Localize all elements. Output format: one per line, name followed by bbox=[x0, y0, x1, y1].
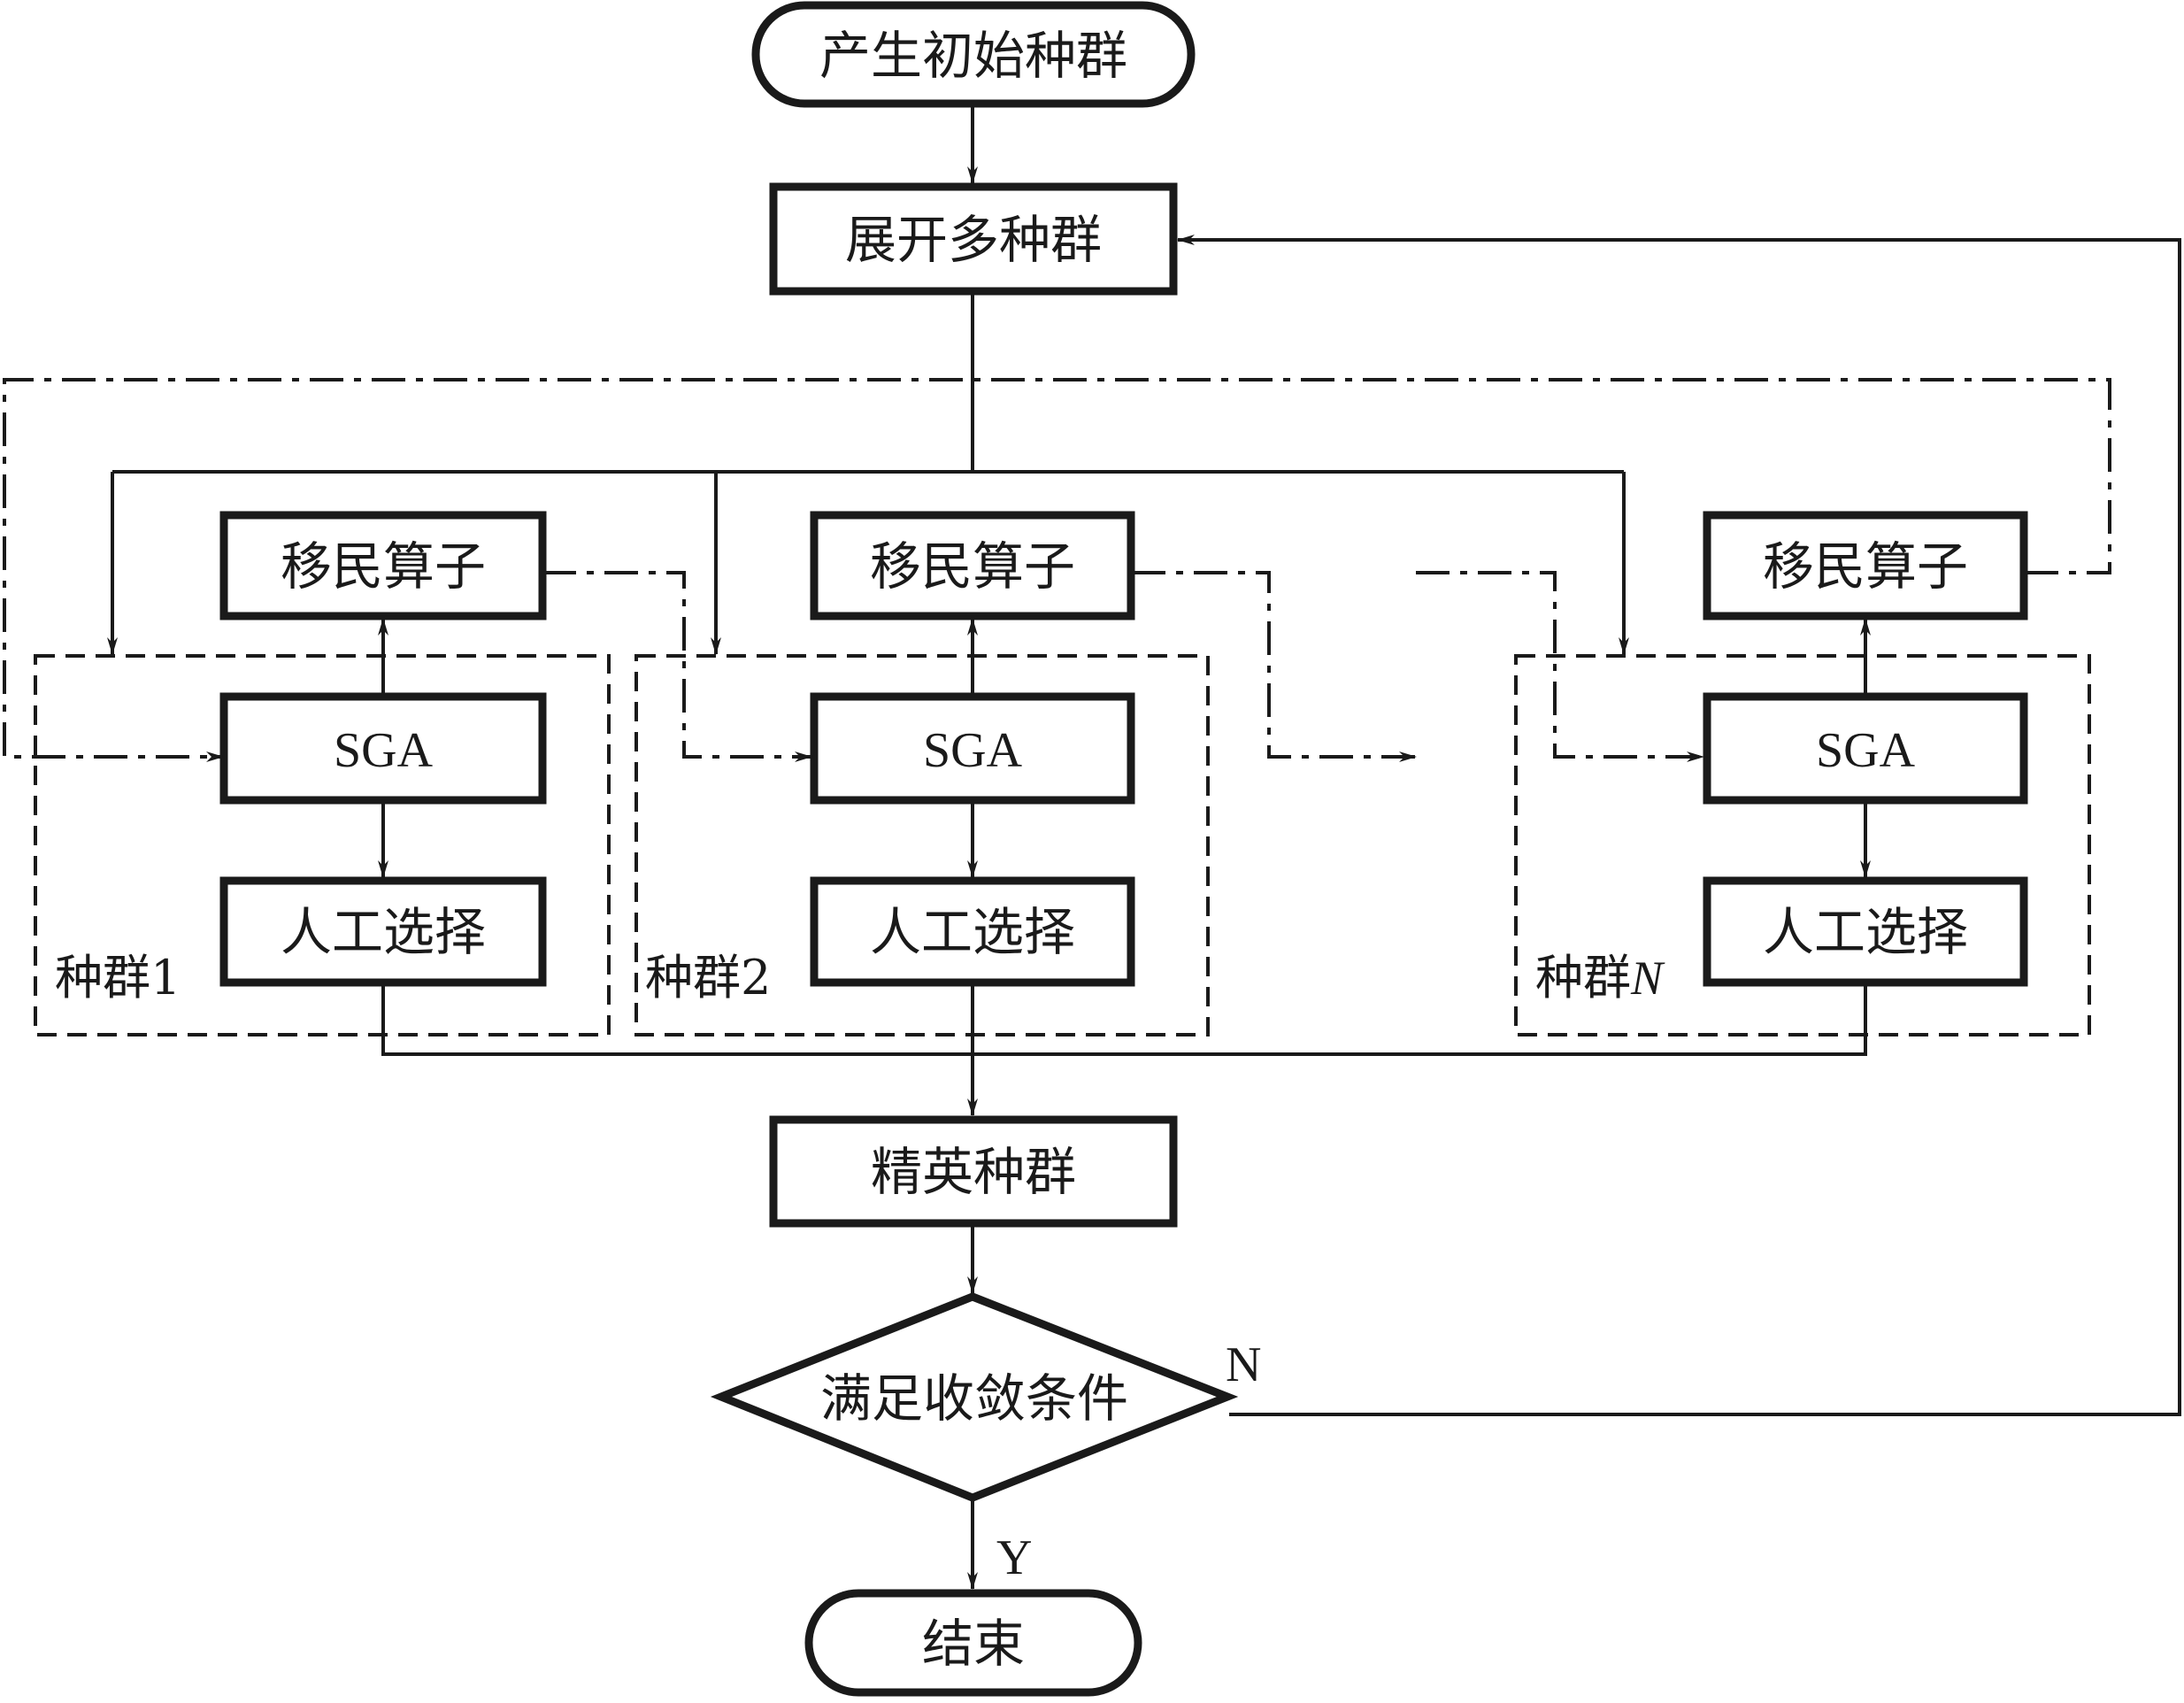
population-group-1: 种群1 移民算子 SGA 人工选择 bbox=[34, 511, 611, 1036]
end-label: 结束 bbox=[922, 1614, 1025, 1674]
population-2-sga-box bbox=[810, 692, 1135, 805]
start-label: 产生初始种群 bbox=[819, 26, 1127, 86]
elite-label: 精英种群 bbox=[871, 1142, 1076, 1202]
elite-node: 精英种群 bbox=[769, 1115, 1178, 1228]
population-n-label: 种群N bbox=[1535, 950, 1665, 1006]
expand-node: 展开多种群 bbox=[769, 182, 1178, 296]
population-n-selection-label: 人工选择 bbox=[1763, 902, 1968, 962]
decision-no-label: N bbox=[1226, 1337, 1261, 1392]
collection-bus bbox=[381, 983, 1867, 1056]
decision-yes-label: Y bbox=[996, 1530, 1032, 1585]
population-1-boundary bbox=[34, 654, 611, 1036]
population-2-sga-label: SGA bbox=[923, 723, 1023, 778]
population-2-selection-box bbox=[810, 876, 1135, 987]
population-1-selection-box bbox=[219, 876, 547, 987]
population-1-migration-label: 移民算子 bbox=[281, 536, 486, 597]
population-1-sga-label: SGA bbox=[334, 723, 434, 778]
population-1-migration-box bbox=[219, 511, 547, 620]
population-n-migration-label: 移民算子 bbox=[1763, 536, 1968, 597]
population-n-label-index: N bbox=[1630, 952, 1665, 1005]
decision-label: 满足收敛条件 bbox=[820, 1368, 1128, 1429]
population-n-migration-box bbox=[1703, 511, 2028, 620]
population-2-selection-label: 人工选择 bbox=[870, 902, 1075, 962]
population-1-label: 种群1 bbox=[55, 950, 181, 1006]
migration-loop-n-to-1 bbox=[3, 378, 2111, 762]
population-1-sga-box bbox=[219, 692, 547, 805]
population-group-2: 种群2 移民算子 SGA 人工选择 bbox=[634, 511, 1210, 1036]
migration-2-to-ellipsis bbox=[1132, 571, 1417, 762]
decision-node: 满足收敛条件 bbox=[710, 1292, 1239, 1502]
population-n-selection-box bbox=[1703, 876, 2028, 987]
start-node: 产生初始种群 bbox=[751, 1, 1196, 108]
population-2-migration-label: 移民算子 bbox=[870, 536, 1075, 597]
population-n-sga-label: SGA bbox=[1816, 723, 1916, 778]
population-n-boundary bbox=[1514, 654, 2091, 1036]
migration-1-to-2 bbox=[542, 571, 812, 762]
population-2-migration-box bbox=[810, 511, 1135, 620]
population-2-label: 种群2 bbox=[645, 950, 771, 1006]
population-n-sga-box bbox=[1703, 692, 2028, 805]
migration-ellipsis-to-n bbox=[1416, 571, 1704, 762]
population-group-n: 种群N 移民算子 SGA 人工选择 bbox=[1514, 511, 2091, 1036]
expand-label: 展开多种群 bbox=[845, 210, 1102, 270]
population-2-boundary bbox=[634, 654, 1210, 1036]
edge-decision-no-to-expand bbox=[1177, 235, 2181, 1416]
end-node: 结束 bbox=[804, 1589, 1142, 1697]
population-1-selection-label: 人工选择 bbox=[281, 902, 486, 962]
population-n-label-prefix: 种群 bbox=[1535, 950, 1631, 1006]
